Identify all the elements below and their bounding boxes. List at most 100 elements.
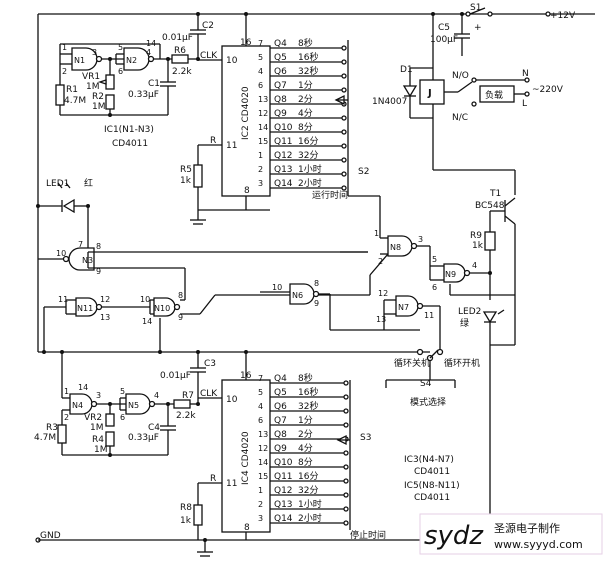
ic2-out-contact-1 bbox=[341, 59, 347, 65]
capacitor-c5 bbox=[454, 14, 470, 56]
ic2-out-pin-1: 5 bbox=[258, 53, 263, 62]
oscillator-1 bbox=[55, 14, 206, 225]
ic4-out-q-0: Q4 bbox=[274, 374, 287, 384]
ic4-r: R bbox=[210, 474, 216, 484]
c1-value: 0.33μF bbox=[128, 90, 159, 100]
c3-label: C3 bbox=[204, 359, 216, 369]
ic2-out-pin-4: 13 bbox=[258, 95, 268, 104]
d1-label: D1 bbox=[400, 65, 413, 75]
gate-n7-label: N7 bbox=[398, 303, 409, 312]
ic4-out-pin-4: 13 bbox=[258, 430, 268, 439]
ic2-out-contact-0 bbox=[341, 45, 347, 51]
ic4-out-pin-7: 15 bbox=[258, 472, 268, 481]
gate-n1: N1 bbox=[74, 56, 85, 65]
ic4-out-q-10: Q14 bbox=[274, 514, 293, 524]
vr2-label: VR2 bbox=[84, 413, 102, 423]
ic2-out-pin-3: 6 bbox=[258, 81, 263, 90]
ic2-out-time-7: 16分 bbox=[298, 136, 318, 147]
mains-l-label: L bbox=[522, 99, 527, 109]
ic3-label: IC3(N4-N7) bbox=[404, 455, 454, 465]
vr2-value: 1M bbox=[90, 423, 104, 433]
n10-pin14: 14 bbox=[142, 317, 152, 326]
r4-label: R4 bbox=[92, 435, 104, 445]
ic4-out-q-5: Q9 bbox=[274, 444, 287, 454]
gate-n8 bbox=[340, 195, 431, 295]
ic2-chip bbox=[198, 14, 271, 211]
ic2-out-contact-7 bbox=[341, 143, 347, 149]
n10-pin10: 10 bbox=[140, 295, 150, 304]
gate-n3 bbox=[38, 247, 368, 271]
watermark-logo-text: sydz bbox=[424, 521, 484, 551]
n5-pin4: 4 bbox=[154, 391, 159, 400]
ic2-out-time-8: 32分 bbox=[298, 150, 318, 161]
s2-wiper[interactable] bbox=[334, 94, 348, 106]
ic1-label: IC1(N1-N3) bbox=[104, 125, 154, 135]
n11-pin12: 12 bbox=[100, 295, 110, 304]
ic2-out-contact-2 bbox=[341, 73, 347, 79]
r5-label: R5 bbox=[180, 165, 192, 175]
s1-label: S1 bbox=[470, 3, 481, 13]
ic4-out-time-1: 16秒 bbox=[298, 386, 318, 398]
ic4-out-contact-7 bbox=[343, 478, 349, 484]
ic4-out-q-1: Q5 bbox=[274, 388, 287, 398]
ic2-pin10: 10 bbox=[226, 56, 238, 66]
v12-label: +12V bbox=[550, 11, 576, 21]
ic4-pin8: 8 bbox=[244, 523, 250, 533]
led2-label: LED2 bbox=[458, 307, 481, 317]
s3-label: S3 bbox=[360, 433, 371, 443]
r5-value: 1k bbox=[180, 176, 192, 186]
ic4-out-q-8: Q12 bbox=[274, 486, 293, 496]
ic4-out-time-3: 1分 bbox=[298, 415, 313, 426]
n8-pin1: 1 bbox=[374, 229, 379, 238]
n2-pin14: 14 bbox=[146, 39, 156, 48]
ic2-out-time-5: 4分 bbox=[298, 108, 313, 119]
ic2-out-pin-2: 4 bbox=[258, 67, 263, 76]
gate-n9-label: N9 bbox=[445, 270, 456, 279]
ic4-out-contact-0 bbox=[343, 380, 349, 386]
mode-switch-s4[interactable] bbox=[385, 348, 456, 389]
n1-pin2: 2 bbox=[62, 67, 67, 76]
gnd-label: GND bbox=[40, 531, 61, 541]
ic4-out-time-6: 8分 bbox=[298, 457, 313, 468]
ic4-out-pin-9: 2 bbox=[258, 500, 263, 509]
ic2-out-time-1: 16秒 bbox=[298, 51, 318, 63]
ic4-out-time-10: 2小时 bbox=[298, 512, 322, 524]
ic2-out-q-9: Q13 bbox=[274, 165, 293, 175]
n4-pin3: 3 bbox=[96, 391, 101, 400]
n3-pin10: 10 bbox=[56, 249, 66, 258]
n10-pin9: 9 bbox=[178, 313, 183, 322]
r6-label: R6 bbox=[174, 46, 186, 56]
ic2-out-q-0: Q4 bbox=[274, 39, 287, 49]
ic4-out-time-5: 4分 bbox=[298, 443, 313, 454]
c1-label: C1 bbox=[148, 79, 160, 89]
ic4-out-time-9: 1小时 bbox=[298, 498, 322, 510]
ic2-pin11: 11 bbox=[226, 141, 237, 151]
n2-pin4: 4 bbox=[146, 48, 151, 57]
relay-no-label: N/O bbox=[452, 71, 469, 81]
ic4-name: IC4 CD4020 bbox=[241, 431, 251, 485]
c5-plus: + bbox=[474, 23, 482, 33]
ic4-out-q-9: Q13 bbox=[274, 500, 293, 510]
n4-pin1: 1 bbox=[64, 387, 69, 396]
gate-n10-label: N10 bbox=[154, 304, 170, 313]
ic2-out-q-2: Q6 bbox=[274, 67, 287, 77]
s3-wiper[interactable] bbox=[336, 434, 350, 446]
relay-nc-label: N/C bbox=[452, 113, 468, 123]
led2-color: 绿 bbox=[460, 317, 469, 329]
ic2-out-time-4: 2分 bbox=[298, 94, 313, 105]
ic4-pin16: 16 bbox=[240, 371, 252, 381]
gate-n2: N2 bbox=[126, 56, 137, 65]
ic2-out-pin-0: 7 bbox=[258, 39, 263, 48]
r2-label: R2 bbox=[92, 92, 104, 102]
n11-pin13: 13 bbox=[100, 313, 110, 322]
ic2-out-time-10: 2小时 bbox=[298, 177, 322, 189]
ic4-out-contact-3 bbox=[343, 422, 349, 428]
ic2-out-time-0: 8秒 bbox=[298, 37, 313, 49]
mode-off-label: 循环关机 bbox=[394, 357, 430, 369]
ic4-out-time-8: 32分 bbox=[298, 485, 318, 496]
ic4-out-contact-8 bbox=[343, 492, 349, 498]
ic2-out-pin-9: 2 bbox=[258, 165, 263, 174]
n4-pin2: 2 bbox=[64, 413, 69, 422]
t1-type: BC548 bbox=[475, 201, 505, 211]
